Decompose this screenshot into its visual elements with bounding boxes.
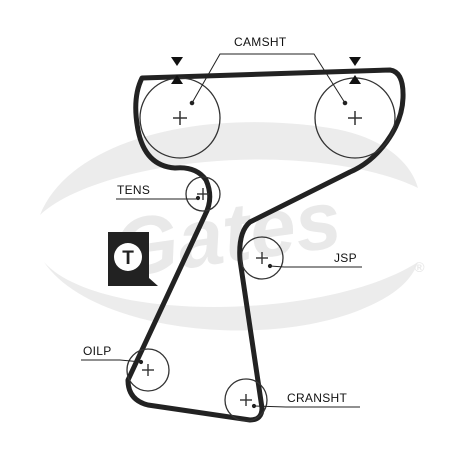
timing-mark-left xyxy=(171,57,183,84)
jackshaft-leader-line xyxy=(267,263,362,269)
watermark-swoosh-bottom xyxy=(44,262,418,331)
oil-pump-label: OILP xyxy=(83,344,112,358)
watermark-swoosh-top xyxy=(40,122,418,215)
pulley-center-cross-icon xyxy=(256,252,268,264)
pulley-center-cross-icon xyxy=(142,364,154,376)
camshaft-label: CAMSHT xyxy=(234,35,287,49)
tensioner-label: TENS xyxy=(117,183,150,197)
oil-pump-leader-line xyxy=(81,359,144,365)
pulley-center-cross-icon xyxy=(173,111,187,125)
jackshaft-pulley xyxy=(240,236,284,280)
camshaft-pulley-left xyxy=(139,77,221,159)
timing-mark-right xyxy=(349,57,361,84)
camshaft-leader-lines xyxy=(189,53,348,106)
watermark-registered: ® xyxy=(414,259,425,275)
pulley-center-cross-icon xyxy=(197,188,209,200)
timing-mark-triangle-icon xyxy=(171,57,183,66)
timing-mark-triangle-icon xyxy=(349,57,361,66)
pulley-center-cross-icon xyxy=(348,111,362,125)
pulley-center-cross-icon xyxy=(240,394,252,406)
tensioner-pulley xyxy=(185,176,221,212)
tensioner-leader-line xyxy=(116,195,201,201)
tensioner-badge-icon: T xyxy=(108,232,158,286)
oil-pump-pulley xyxy=(126,348,170,392)
tensioner-badge-letter: T xyxy=(122,248,134,269)
crankshaft-leader-line xyxy=(251,403,360,409)
jackshaft-label: JSP xyxy=(334,251,357,265)
timing-mark-triangle-icon xyxy=(171,75,183,84)
timing-mark-triangle-icon xyxy=(349,75,361,84)
gates-watermark: Gates ® xyxy=(40,122,425,331)
crankshaft-label: CRANSHT xyxy=(287,391,347,405)
crankshaft-pulley xyxy=(224,378,268,422)
